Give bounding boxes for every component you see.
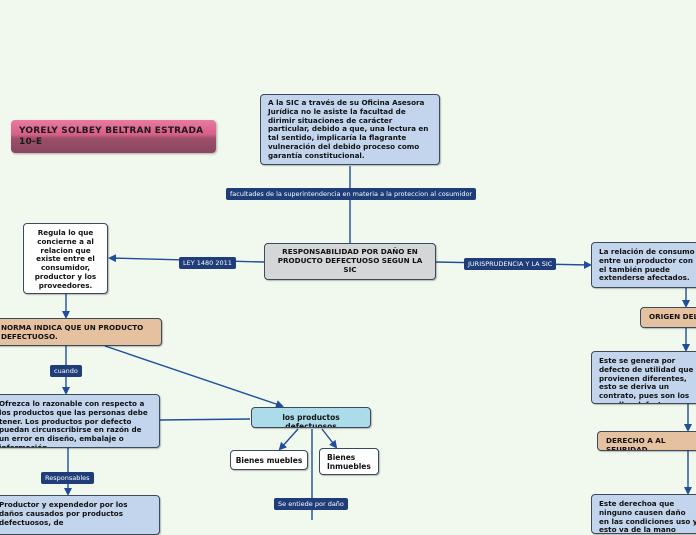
node-derecho[interactable]: DERECHO A AL SEURIDAD — [597, 431, 696, 451]
link-label-responsables[interactable]: Responsables — [41, 472, 94, 485]
node-sic-role-text: A la SIC a través de su Oficina Asesora … — [268, 98, 429, 160]
connector-lines — [62, 166, 692, 520]
link-label-cuando[interactable]: cuando — [50, 365, 82, 378]
node-norma-text: NORMA INDICA QUE UN PRODUCTO DEFECTUOSO. — [1, 323, 144, 341]
link-productos-muebles — [278, 428, 299, 451]
node-se-genera[interactable]: Este se genera por defecto de utilidad q… — [591, 351, 696, 404]
link-label-se-entiende[interactable]: Se entiede por daño — [274, 498, 348, 511]
node-origen[interactable]: ORIGEN DEL — [640, 307, 696, 328]
link-ofrezca-productos — [159, 418, 251, 421]
node-central-text: RESPONSABILIDAD POR DAÑO EN PRODUCTO DEF… — [277, 247, 423, 274]
node-este-derecho-text: Este derechoa que ninguno causen daño en… — [599, 499, 696, 534]
node-productor-expendedor[interactable]: Productor y expendedor por los daños cau… — [0, 495, 160, 535]
student-group: 10-E — [19, 136, 43, 147]
node-relacion-consumo[interactable]: La relación de consumo entre un producto… — [591, 242, 696, 288]
node-norma[interactable]: NORMA INDICA QUE UN PRODUCTO DEFECTUOSO. — [0, 318, 162, 346]
node-bienes-inmuebles-text: Bienes Inmuebles — [327, 453, 371, 472]
student-name-banner[interactable]: YORELY SOLBEY BELTRAN ESTRADA 10-E — [11, 120, 216, 153]
link-norma-productos — [104, 345, 284, 408]
link-productos-inmuebles — [321, 428, 338, 449]
node-derecho-text: DERECHO A AL SEURIDAD — [606, 436, 666, 451]
node-sic-role[interactable]: A la SIC a través de su Oficina Asesora … — [260, 94, 440, 165]
node-ofrezca[interactable]: Ofrezca lo razonable con respecto a los … — [0, 394, 160, 448]
link-label-jurisprudencia[interactable]: JURISPRUDENCIA Y LA SIC — [464, 258, 557, 271]
node-central-topic[interactable]: RESPONSABILIDAD POR DAÑO EN PRODUCTO DEF… — [264, 243, 436, 280]
node-relacion-text: La relación de consumo entre un producto… — [599, 247, 695, 283]
node-regula-text: Regula lo que concierne a al relacion qu… — [34, 228, 97, 290]
node-regula[interactable]: Regula lo que concierne a al relacion qu… — [23, 223, 108, 294]
node-bienes-muebles[interactable]: Bienes muebles — [230, 450, 308, 470]
node-se-genera-text: Este se genera por defecto de utilidad q… — [599, 356, 694, 403]
node-productor-text: Productor y expendedor por los daños cau… — [0, 500, 128, 527]
node-origen-text: ORIGEN DEL — [649, 312, 696, 321]
node-bienes-muebles-text: Bienes muebles — [235, 456, 303, 465]
node-productos-defectuosos[interactable]: los productos defectuosos — [251, 407, 371, 428]
node-productos-text: los productos defectuosos — [282, 413, 340, 428]
student-name: YORELY SOLBEY BELTRAN ESTRADA — [19, 126, 204, 136]
node-bienes-inmuebles[interactable]: Bienes Inmuebles — [319, 448, 379, 475]
link-label-ley[interactable]: LEY 1480 2011 — [179, 257, 236, 270]
node-este-derecho[interactable]: Este derechoa que ninguno causen daño en… — [591, 494, 696, 534]
link-label-facultades[interactable]: facultades de la superintendencia en mat… — [226, 188, 477, 201]
node-ofrezca-text: Ofrezca lo razonable con respecto a los … — [0, 399, 148, 448]
